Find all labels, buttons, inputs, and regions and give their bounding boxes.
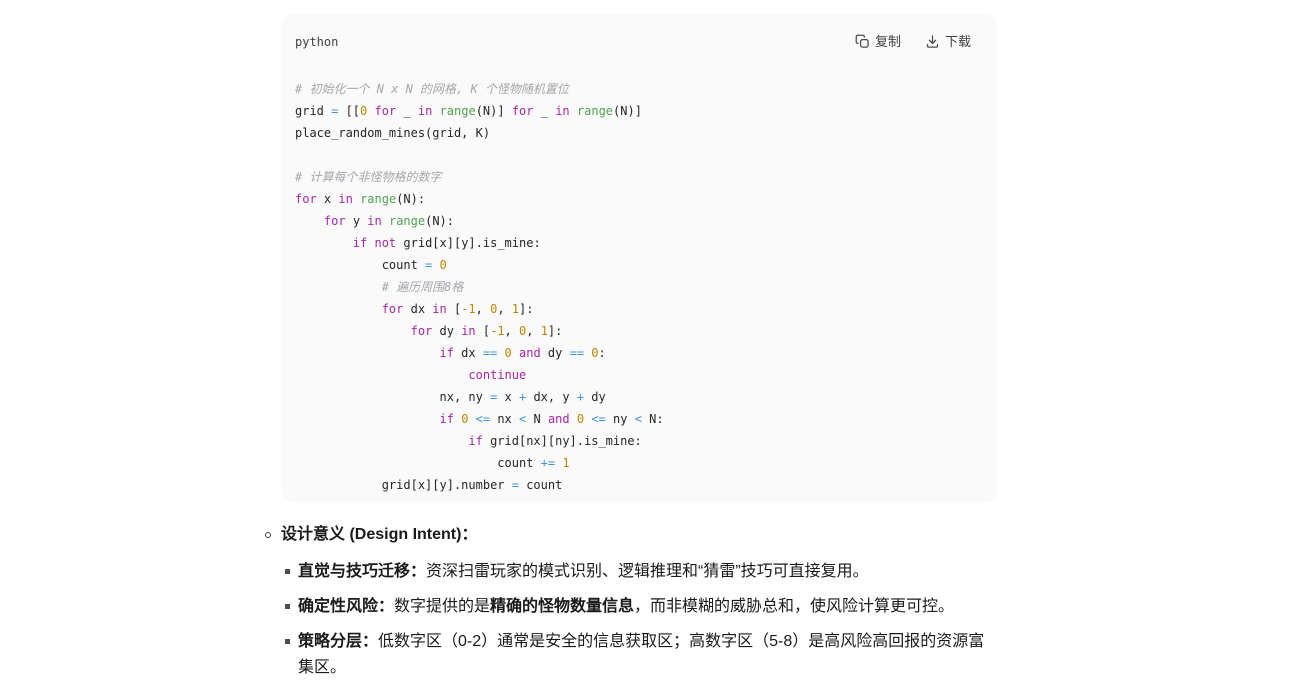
list-item-text: 策略分层：低数字区（0-2）通常是安全的信息获取区；高数字区（5-8）是高风险高… — [298, 633, 985, 676]
code-block-header: python 复制 下载 — [281, 14, 997, 49]
code-line: if dx == 0 and dy == 0: — [439, 346, 606, 360]
code-line: # 遍历周围8格 — [381, 280, 464, 294]
code-content: # 初始化一个 N x N 的网格, K 个怪物随机置位 grid = [[0 f… — [281, 49, 997, 496]
square-bullet-icon — [285, 639, 290, 644]
code-line: # 初始化一个 N x N 的网格, K 个怪物随机置位 — [295, 82, 569, 96]
list-item: 确定性风险：数字提供的是精确的怪物数量信息，而非模糊的威胁总和，使风险计算更可控… — [285, 594, 1001, 620]
heading-label: 设计意义 (Design Intent)： — [281, 526, 478, 543]
code-line: nx, ny = x + dx, y + dy — [295, 390, 606, 404]
design-intent-list: 直觉与技巧迁移：资深扫雷玩家的模式识别、逻辑推理和“猜雷”技巧可直接复用。确定性… — [265, 559, 1001, 681]
square-bullet-icon — [285, 569, 290, 574]
answer-content: 设计意义 (Design Intent)： 直觉与技巧迁移：资深扫雷玩家的模式识… — [265, 524, 1001, 690]
list-item: 策略分层：低数字区（0-2）通常是安全的信息获取区；高数字区（5-8）是高风险高… — [285, 629, 1001, 681]
copy-button[interactable]: 复制 — [855, 34, 901, 49]
code-line: grid[x][y].number = count — [295, 478, 563, 492]
code-line: if grid[nx][ny].is_mine: — [468, 434, 642, 448]
code-line: for x in range(N): — [295, 192, 426, 206]
code-line: count = 0 — [295, 258, 447, 272]
list-item-text: 直觉与技巧迁移：资深扫雷玩家的模式识别、逻辑推理和“猜雷”技巧可直接复用。 — [298, 563, 869, 580]
list-item-text: 确定性风险：数字提供的是精确的怪物数量信息，而非模糊的威胁总和，使风险计算更可控… — [298, 598, 955, 615]
code-line — [295, 144, 983, 166]
list-item: 直觉与技巧迁移：资深扫雷玩家的模式识别、逻辑推理和“猜雷”技巧可直接复用。 — [285, 559, 1001, 585]
download-icon — [925, 34, 940, 49]
code-line: if 0 <= nx < N and 0 <= ny < N: — [439, 412, 664, 426]
code-line: if not grid[x][y].is_mine: — [352, 236, 541, 250]
download-button[interactable]: 下载 — [925, 34, 971, 49]
code-line: continue — [468, 368, 527, 382]
code-line: place_random_mines(grid, K) — [295, 126, 491, 140]
download-button-label: 下载 — [944, 34, 971, 49]
code-line: for dx in [-1, 0, 1]: — [381, 302, 534, 316]
circle-bullet-icon — [265, 532, 271, 538]
design-intent-heading: 设计意义 (Design Intent)： — [265, 524, 1001, 546]
code-line: for dy in [-1, 0, 1]: — [410, 324, 563, 338]
code-block-actions: 复制 下载 — [855, 34, 971, 49]
code-language-label: python — [295, 34, 339, 49]
code-line: for y in range(N): — [323, 214, 454, 228]
code-line: # 计算每个非怪物格的数字 — [295, 170, 442, 184]
copy-button-label: 复制 — [874, 34, 901, 49]
square-bullet-icon — [285, 604, 290, 609]
code-line: count += 1 — [295, 456, 570, 470]
copy-icon — [855, 34, 870, 49]
code-line: grid = [[0 for _ in range(N)] for _ in r… — [295, 104, 642, 118]
code-block-card: python 复制 下载 — [281, 14, 997, 503]
